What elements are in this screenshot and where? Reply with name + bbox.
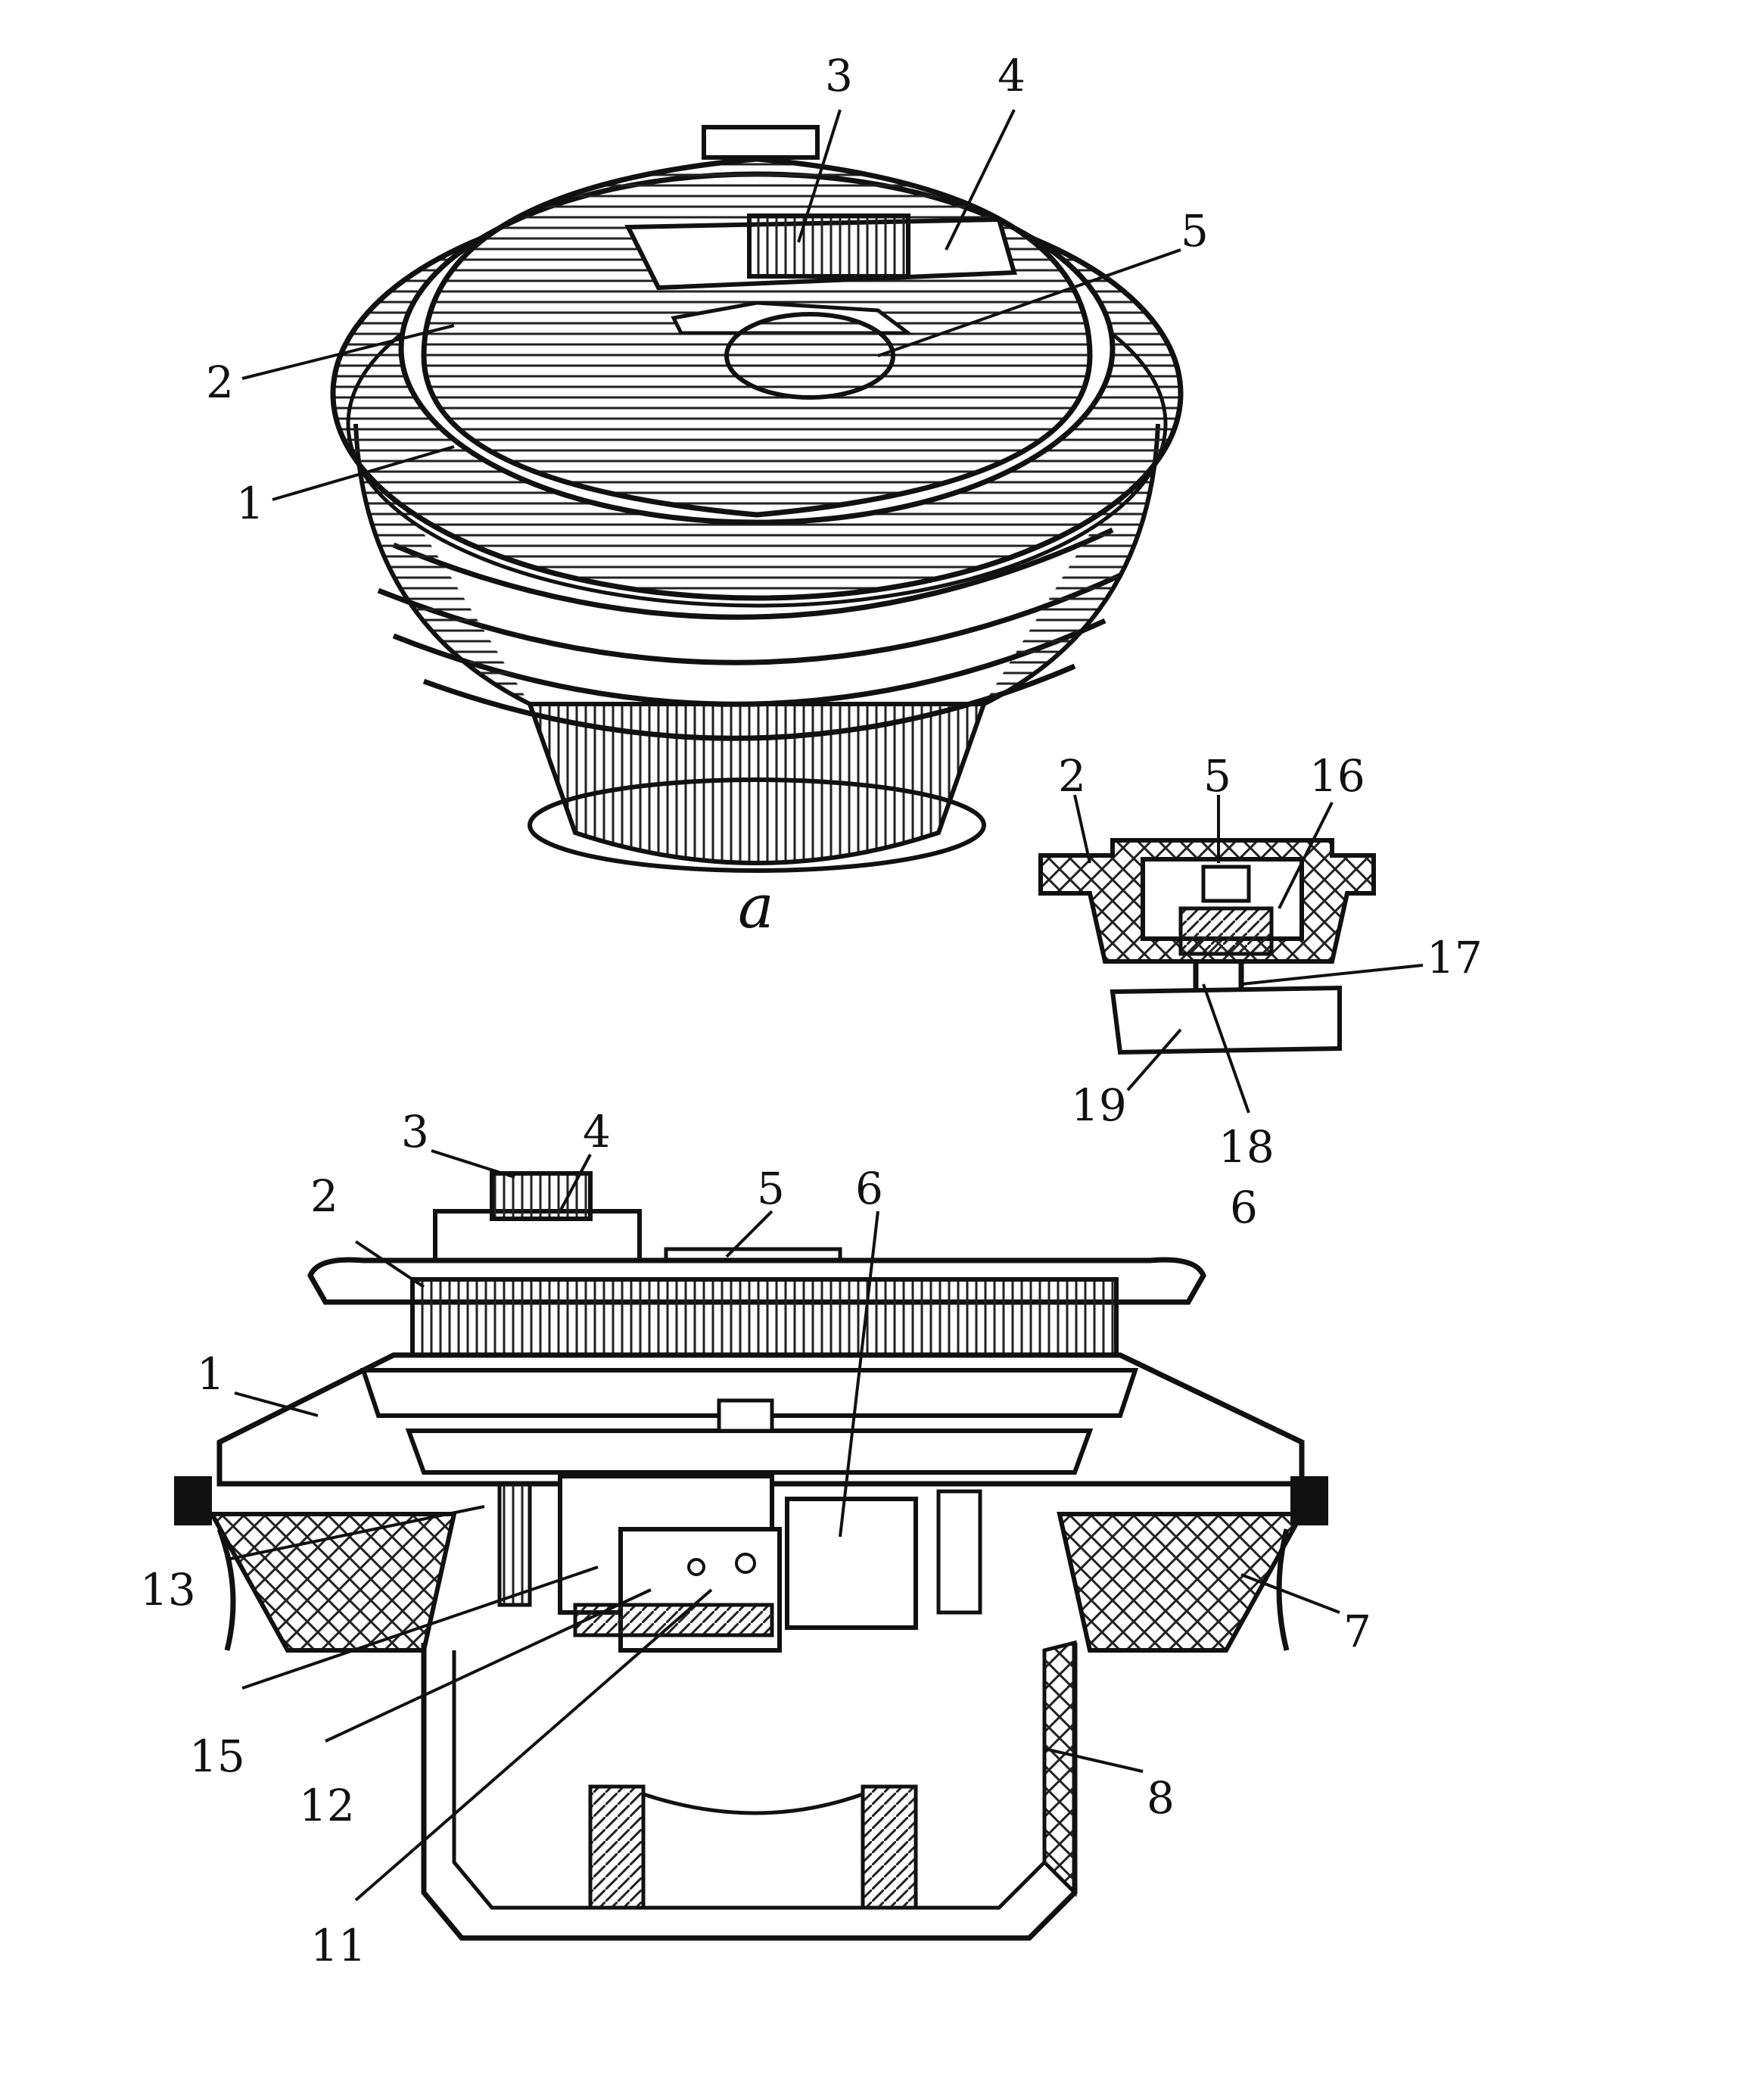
- view-b-label-2: 2: [1058, 750, 1086, 802]
- view-b-label-16: 16: [1309, 750, 1365, 802]
- view-c-label-7: 7: [1343, 1606, 1371, 1657]
- view-c-label-12: 12: [299, 1780, 355, 1831]
- view-c-label-15: 15: [189, 1731, 245, 1782]
- view-b-caption: 6: [1230, 1182, 1258, 1233]
- view-c-label-4: 4: [583, 1106, 611, 1157]
- view-b-label-18: 18: [1219, 1121, 1275, 1173]
- view-c-label-6: 6: [855, 1163, 883, 1214]
- view-b-labels: 2 5 16 17 19 18 6: [1058, 750, 1483, 1233]
- view-c-label-13: 13: [140, 1564, 196, 1616]
- view-c-label-3: 3: [401, 1106, 429, 1157]
- view-a-perspective: [330, 125, 1184, 873]
- view-a-leaders: [241, 109, 1181, 501]
- view-c-leaders: [226, 1149, 1340, 1902]
- view-b-label-17: 17: [1427, 932, 1483, 983]
- view-a-label-5: 5: [1181, 205, 1209, 257]
- view-b-leaders: [1073, 794, 1424, 1114]
- view-c-label-11: 11: [310, 1920, 366, 1971]
- view-a-label-2: 2: [206, 357, 234, 408]
- view-c-label-2: 2: [310, 1170, 338, 1222]
- view-a-label-1: 1: [236, 478, 264, 529]
- view-b-label-5: 5: [1203, 750, 1231, 802]
- view-b-detail: [1038, 838, 1376, 1055]
- view-c-labels: 3 4 5 6 2 1 13 7 15 12 8 11: [140, 1106, 1371, 1971]
- view-c-label-1: 1: [197, 1348, 225, 1400]
- view-a-caption: a: [738, 871, 774, 942]
- view-b-label-19: 19: [1071, 1080, 1127, 1131]
- view-a-label-3: 3: [825, 50, 853, 101]
- view-a-label-4: 4: [998, 50, 1026, 101]
- view-c-label-5: 5: [757, 1163, 785, 1214]
- view-c-label-8: 8: [1147, 1772, 1175, 1824]
- view-a-labels: 3 4 5 2 1 a: [206, 50, 1209, 942]
